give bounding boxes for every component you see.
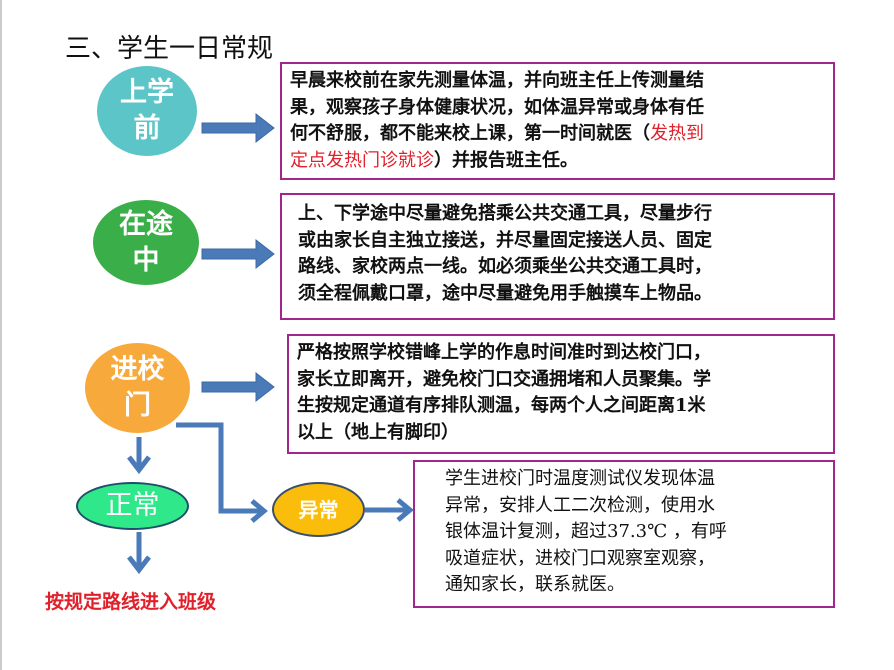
arrow-to-box4 <box>365 498 414 522</box>
text-line: 早晨来校前在家先测量体温，并向班主任上传测量结 <box>290 70 704 91</box>
text-line: 家长立即离开，避免校门口交通拥堵和人员聚集。学 <box>297 368 711 390</box>
stage-enter-gate: 进校门 <box>85 343 190 433</box>
text-line: 或由家长自主独立接送，并尽量固定接送人员、固定 <box>298 229 712 251</box>
text-line: 以上（地上有脚印） <box>297 421 459 443</box>
stage-label: 在途中 <box>119 208 173 276</box>
text-line: 异常，安排人工二次检测，使用水 <box>445 494 715 516</box>
page-title: 三、学生一日常规 <box>65 34 274 64</box>
arrow-down-normal <box>127 437 151 475</box>
text-line: 通知家长，联系就医。 <box>445 574 625 595</box>
stage-label: 上学前 <box>120 77 174 144</box>
text-line: 上、下学途中尽量避免搭乘公共交通工具，尽量步行 <box>298 203 712 224</box>
text-line: 果，观察孩子身体健康状况，如体温异常或身体有任 <box>290 96 704 118</box>
text-line: 银体温计复测，超过37.3℃ ，有呼 <box>445 521 727 542</box>
abnormal-box: 学生进校门时温度测试仪发现体温 异常，安排人工二次检测，使用水 银体温计复测，超… <box>413 460 835 608</box>
text-line: 须全程佩戴口罩，途中尽量避免用手触摸车上物品。 <box>298 282 712 304</box>
arrow-right-icon <box>201 371 275 403</box>
arrow-right-icon <box>201 238 275 270</box>
stage-on-the-way: 在途中 <box>93 200 199 285</box>
status-label: 正常 <box>105 490 160 521</box>
text-line: 学生进校门时温度测试仪发现体温 <box>445 468 715 489</box>
stage-label: 进校门 <box>110 354 165 421</box>
text-line: 生按规定通道有序排队测温，每两个人之间距离1米 <box>297 395 706 416</box>
before-school-box: 早晨来校前在家先测量体温，并向班主任上传测量结 果，观察孩子身体健康状况，如体温… <box>280 62 835 180</box>
enter-gate-box: 严格按照学校错峰上学的作息时间准时到达校门口， 家长立即离开，避免校门口交通拥堵… <box>287 334 835 454</box>
text-line: ）并报告班主任。 <box>434 149 578 171</box>
arrow-right-icon <box>201 112 275 144</box>
on-the-way-box: 上、下学途中尽量避免搭乘公共交通工具，尽量步行 或由家长自主独立接送，并尽量固定… <box>280 193 835 320</box>
text-line: 何不舒服，都不能来校上课，第一时间就医（ <box>290 123 650 144</box>
status-label: 异常 <box>298 497 339 522</box>
highlight-text: 发热到 <box>650 123 704 144</box>
normal-route-text: 按规定路线进入班级 <box>45 591 217 613</box>
arrow-down-route <box>127 532 151 575</box>
text-line: 路线、家校两点一线。如必须乘坐公共交通工具时， <box>298 256 712 277</box>
text-line: 严格按照学校错峰上学的作息时间准时到达校门口， <box>297 342 711 363</box>
arrow-abnormal <box>176 422 268 523</box>
stage-before-school: 上学前 <box>97 66 197 156</box>
text-line: 吸道症状，进校门口观察室观察， <box>445 547 715 569</box>
status-abnormal: 异常 <box>272 482 365 537</box>
status-normal: 正常 <box>76 482 189 530</box>
highlight-text: 定点发热门诊就诊 <box>290 149 434 171</box>
